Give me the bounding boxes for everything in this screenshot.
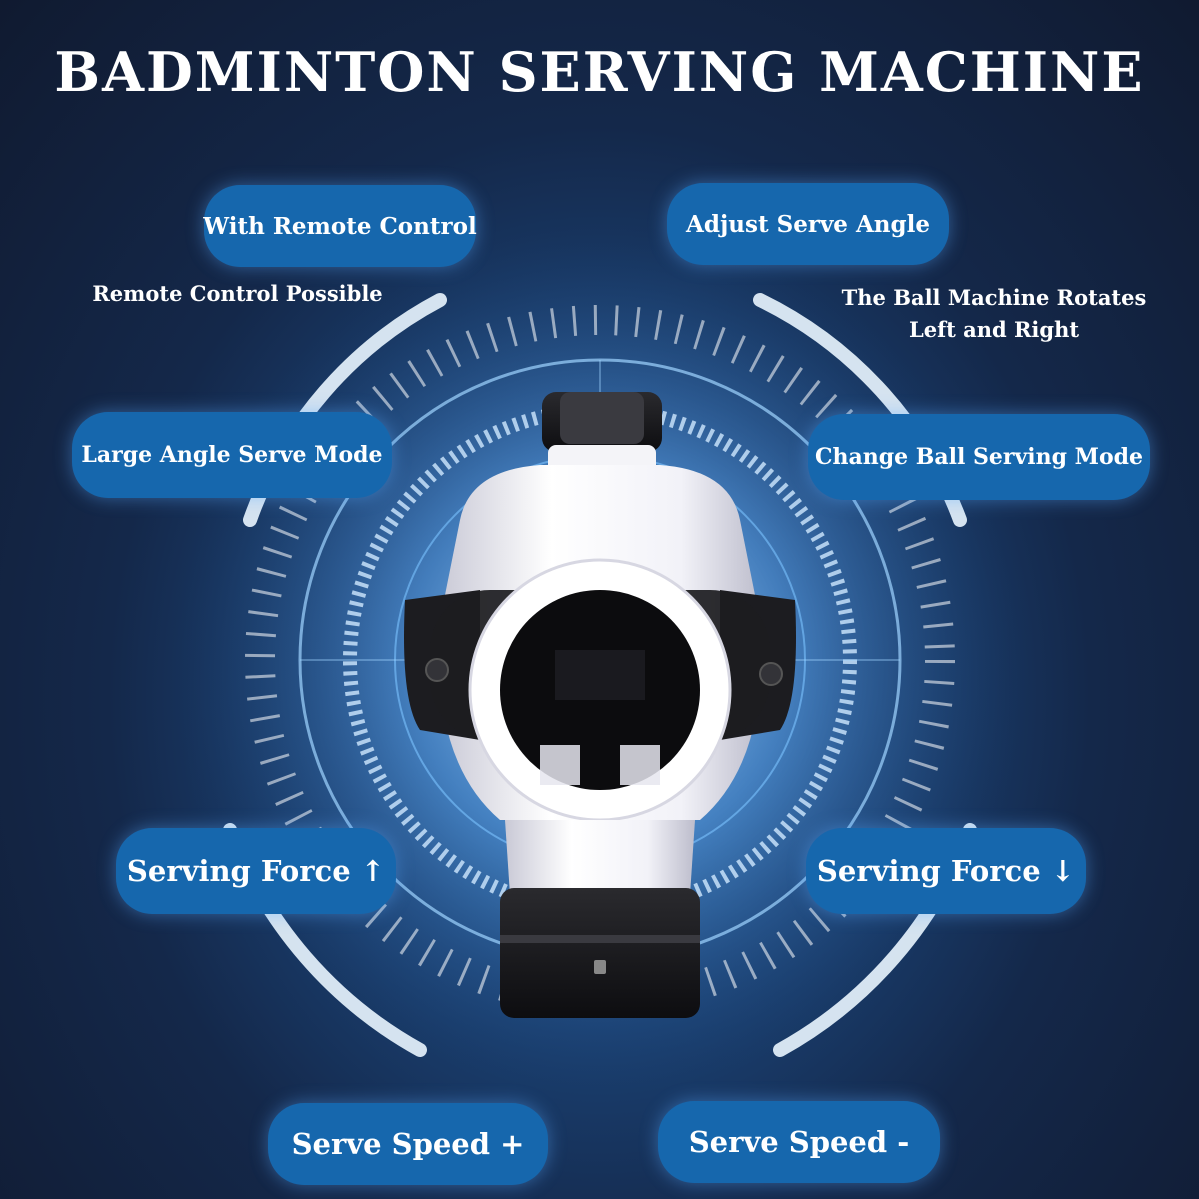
power-port — [594, 960, 606, 974]
adjust-serve-angle-label: Adjust Serve Angle — [667, 183, 949, 265]
side-knob — [425, 658, 449, 682]
side-knob — [759, 662, 783, 686]
serving-force-down-label: Serving Force ↓ — [806, 828, 1086, 914]
with-remote-control-label: With Remote Control — [203, 185, 477, 267]
machine-base — [500, 888, 700, 1018]
page-title: BADMINTON SERVING MACHINE — [54, 40, 1145, 104]
large-angle-serve-mode-label: Large Angle Serve Mode — [72, 412, 392, 498]
rotates-note-line1: The Ball Machine Rotates — [841, 285, 1147, 310]
rotates-note-line2: Left and Right — [908, 317, 1080, 342]
change-ball-serving-mode-label: Change Ball Serving Mode — [808, 414, 1150, 500]
serving-force-up-label: Serving Force ↑ — [116, 828, 396, 914]
serve-speed-plus-label: Serve Speed + — [268, 1103, 548, 1185]
hud-tick-ring — [245, 305, 955, 1015]
serve-speed-minus-label: Serve Speed - — [658, 1101, 940, 1183]
remote-control-possible-note: Remote Control Possible — [92, 281, 383, 306]
